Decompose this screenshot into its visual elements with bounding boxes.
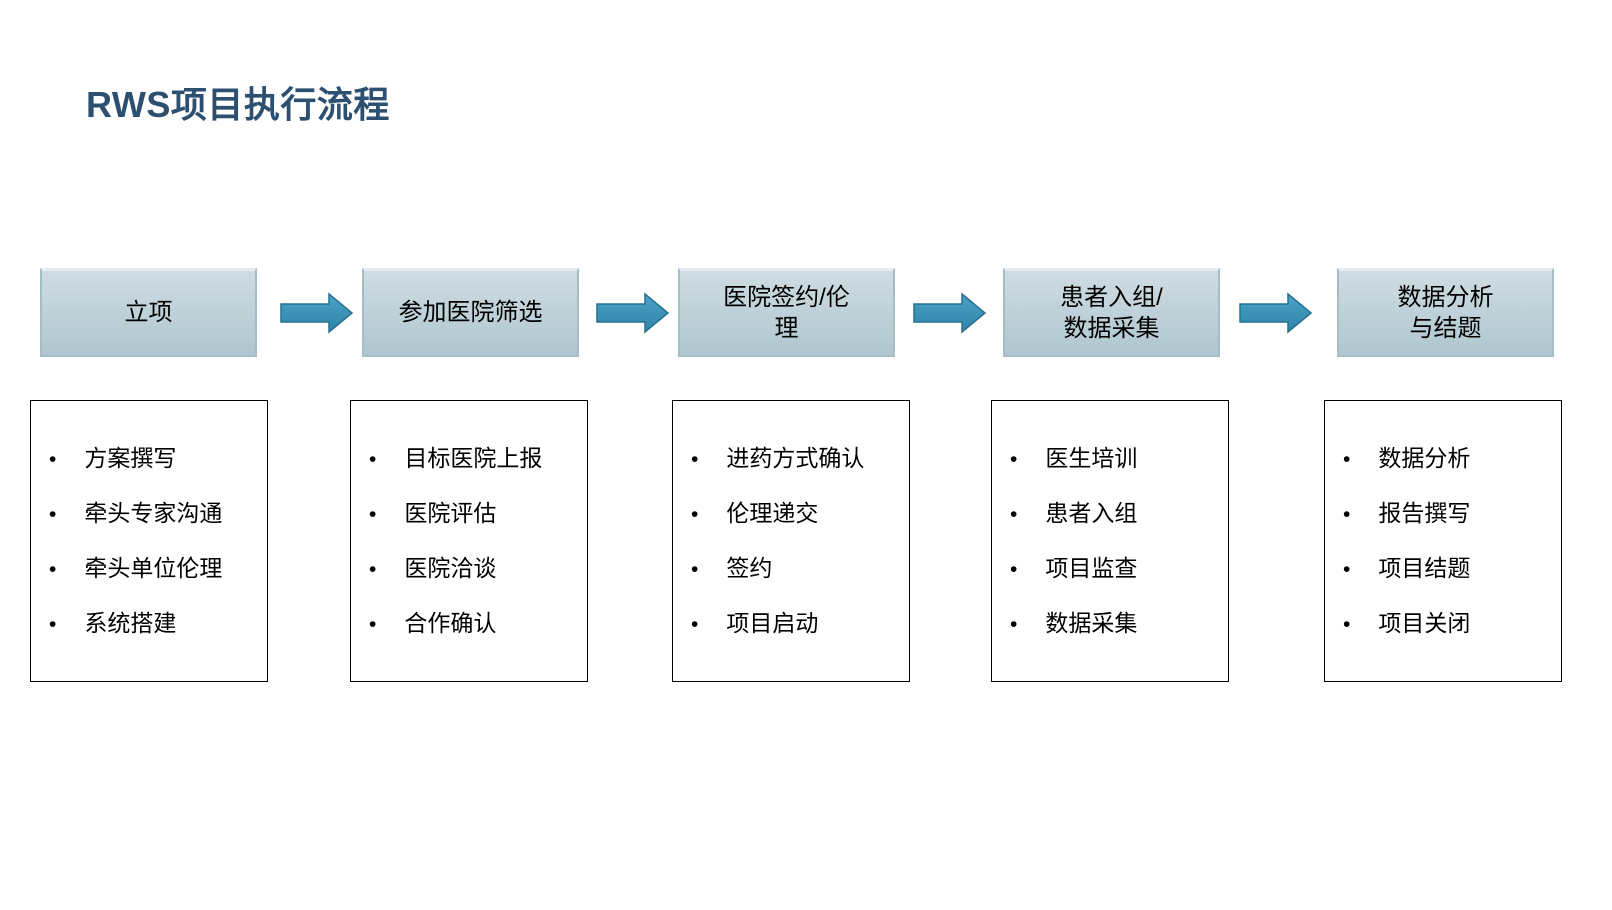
stage-label-line: 立项 — [124, 299, 173, 326]
list-item-text: 数据采集 — [1045, 610, 1138, 636]
list-item: • 医院评估 — [367, 500, 581, 528]
stage-box-3: 医院签约/伦 理 — [678, 268, 895, 357]
detail-box-4: • 医生培训 • 患者入组 • 项目监查 • 数据采集 — [991, 400, 1229, 682]
bullet-icon: • — [691, 613, 699, 636]
list-item: • 合作确认 — [367, 610, 581, 638]
list-item: • 报告撰写 — [1341, 500, 1555, 528]
list-item-text: 数据分析 — [1378, 445, 1471, 471]
list-item-text: 伦理递交 — [726, 500, 819, 526]
list-item: • 牵头单位伦理 — [47, 555, 261, 583]
list-item: • 医生培训 — [1008, 445, 1222, 473]
list-item: • 方案撰写 — [47, 445, 261, 473]
stage-label-line: 医院签约/伦 — [723, 283, 850, 311]
stage-label-line: 数据分析 — [1397, 283, 1494, 311]
bullet-icon: • — [691, 558, 699, 581]
stage-label-line: 参加医院筛选 — [398, 299, 543, 326]
list-item-text: 项目结题 — [1378, 555, 1471, 581]
stage-label-line: 患者入组/ — [1060, 283, 1163, 311]
stage-label-line: 数据采集 — [1063, 314, 1160, 342]
stage-box-4: 患者入组/ 数据采集 — [1003, 268, 1220, 357]
list-item: • 牵头专家沟通 — [47, 500, 261, 528]
detail-box-3: • 进药方式确认 • 伦理递交 • 签约 • 项目启动 — [672, 400, 910, 682]
bullet-icon: • — [1010, 558, 1018, 581]
bullet-icon: • — [369, 503, 377, 526]
list-item-text: 医院评估 — [404, 500, 497, 526]
stage-label-line: 理 — [774, 314, 799, 342]
list-item: • 签约 — [689, 555, 903, 583]
bullet-icon: • — [369, 448, 377, 471]
list-item-text: 合作确认 — [404, 610, 497, 636]
bullet-icon: • — [49, 613, 57, 636]
list-item-text: 医生培训 — [1045, 445, 1138, 471]
list-item-text: 签约 — [726, 555, 773, 581]
list-item-text: 报告撰写 — [1378, 500, 1471, 526]
list-item-text: 方案撰写 — [84, 445, 177, 471]
stage-box-1: 立项 — [40, 268, 257, 357]
detail-box-2: • 目标医院上报 • 医院评估 • 医院洽谈 • 合作确认 — [350, 400, 588, 682]
list-item-text: 目标医院上报 — [404, 445, 543, 471]
list-item-text: 牵头单位伦理 — [84, 555, 223, 581]
list-item: • 项目监查 — [1008, 555, 1222, 583]
list-item: • 患者入组 — [1008, 500, 1222, 528]
list-item: • 系统搭建 — [47, 610, 261, 638]
bullet-icon: • — [1010, 613, 1018, 636]
bullet-icon: • — [49, 558, 57, 581]
list-item: • 医院洽谈 — [367, 555, 581, 583]
list-item: • 数据采集 — [1008, 610, 1222, 638]
list-item-text: 项目监查 — [1045, 555, 1138, 581]
bullet-icon: • — [369, 558, 377, 581]
detail-list: • 进药方式确认 • 伦理递交 • 签约 • 项目启动 — [673, 401, 909, 638]
detail-list: • 目标医院上报 • 医院评估 • 医院洽谈 • 合作确认 — [351, 401, 587, 638]
stage-box-2: 参加医院筛选 — [362, 268, 579, 357]
list-item-text: 牵头专家沟通 — [84, 500, 223, 526]
stage-label: 参加医院筛选 — [399, 297, 543, 328]
detail-list: • 医生培训 • 患者入组 • 项目监查 • 数据采集 — [992, 401, 1228, 638]
list-item: • 项目启动 — [689, 610, 903, 638]
list-item-text: 进药方式确认 — [726, 445, 865, 471]
bullet-icon: • — [1010, 503, 1018, 526]
stage-box-5: 数据分析 与结题 — [1337, 268, 1554, 357]
detail-box-5: • 数据分析 • 报告撰写 • 项目结题 • 项目关闭 — [1324, 400, 1562, 682]
right-arrow-icon — [280, 292, 354, 334]
list-item-text: 项目启动 — [726, 610, 819, 636]
list-item: • 伦理递交 — [689, 500, 903, 528]
bullet-icon: • — [49, 448, 57, 471]
list-item: • 目标医院上报 — [367, 445, 581, 473]
stage-label: 患者入组/ 数据采集 — [1060, 282, 1163, 344]
bullet-icon: • — [691, 503, 699, 526]
list-item: • 数据分析 — [1341, 445, 1555, 473]
page-title: RWS项目执行流程 — [86, 84, 390, 125]
list-item: • 项目关闭 — [1341, 610, 1555, 638]
stage-label: 数据分析 与结题 — [1398, 282, 1494, 344]
bullet-icon: • — [49, 503, 57, 526]
list-item: • 进药方式确认 — [689, 445, 903, 473]
bullet-icon: • — [1343, 613, 1351, 636]
list-item-text: 医院洽谈 — [404, 555, 497, 581]
bullet-icon: • — [1343, 503, 1351, 526]
detail-list: • 方案撰写 • 牵头专家沟通 • 牵头单位伦理 • 系统搭建 — [31, 401, 267, 638]
list-item-text: 患者入组 — [1045, 500, 1138, 526]
bullet-icon: • — [369, 613, 377, 636]
bullet-icon: • — [1343, 558, 1351, 581]
detail-list: • 数据分析 • 报告撰写 • 项目结题 • 项目关闭 — [1325, 401, 1561, 638]
stage-label-line: 与结题 — [1409, 314, 1482, 342]
bullet-icon: • — [1343, 448, 1351, 471]
list-item-text: 系统搭建 — [84, 610, 177, 636]
right-arrow-icon — [596, 292, 670, 334]
bullet-icon: • — [1010, 448, 1018, 471]
right-arrow-icon — [1239, 292, 1313, 334]
list-item: • 项目结题 — [1341, 555, 1555, 583]
stage-label: 医院签约/伦 理 — [723, 282, 850, 344]
stage-label: 立项 — [125, 297, 173, 328]
list-item-text: 项目关闭 — [1378, 610, 1471, 636]
detail-box-1: • 方案撰写 • 牵头专家沟通 • 牵头单位伦理 • 系统搭建 — [30, 400, 268, 682]
bullet-icon: • — [691, 448, 699, 471]
right-arrow-icon — [913, 292, 987, 334]
